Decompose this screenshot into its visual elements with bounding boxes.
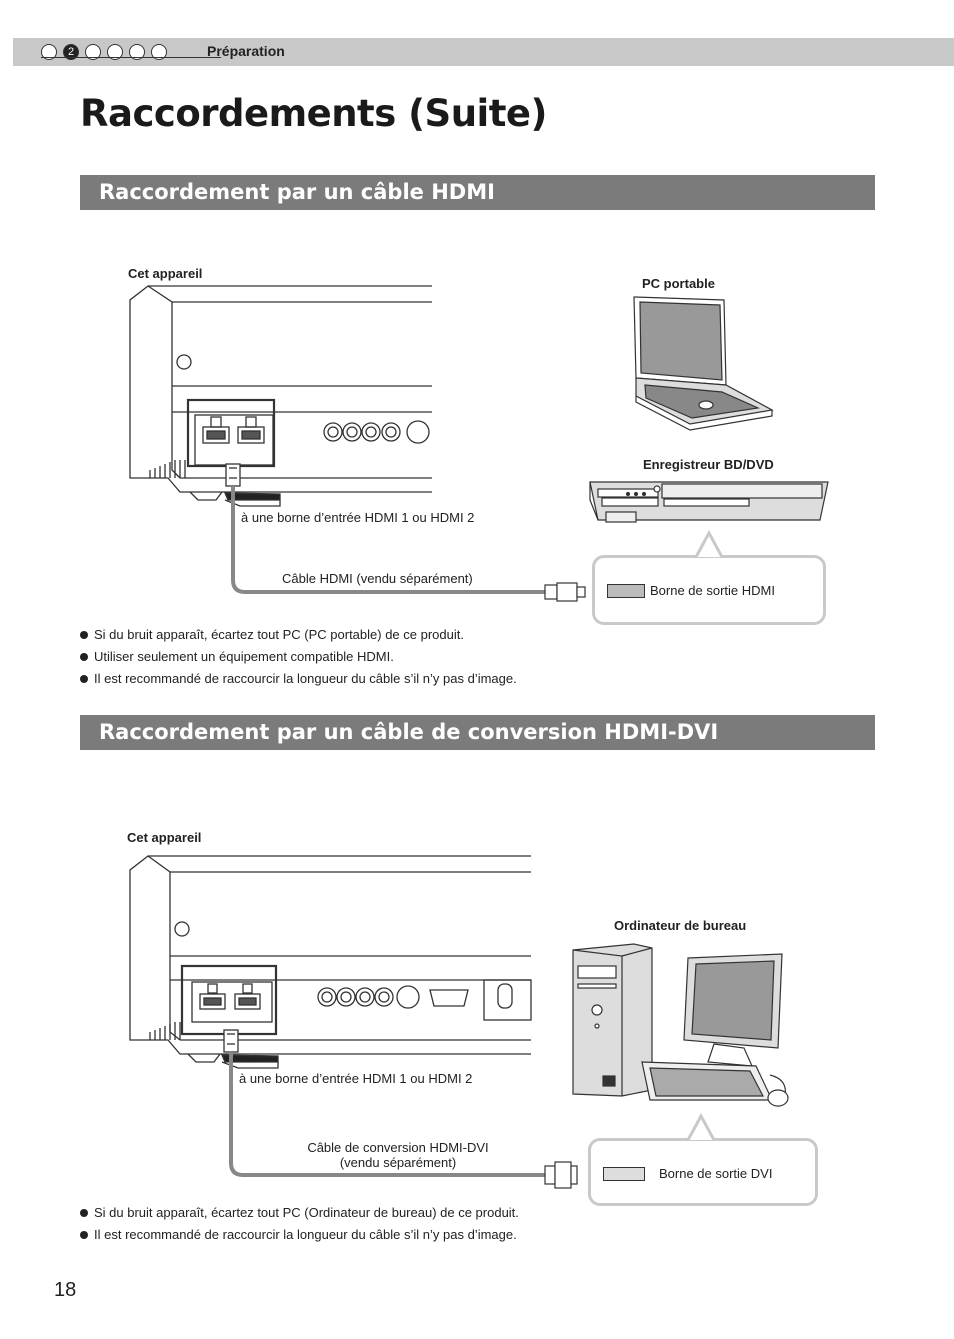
chapter-step-indicator: 2 xyxy=(41,44,221,60)
step-line xyxy=(41,57,221,58)
note-item: Il est recommandé de raccourcir la longu… xyxy=(80,668,517,690)
page-title: Raccordements (Suite) xyxy=(80,92,547,135)
laptop-illustration xyxy=(633,296,774,431)
projector-rear-panel-2 xyxy=(129,855,532,1069)
bd-dvd-recorder-illustration xyxy=(589,481,829,523)
step-circle xyxy=(151,44,167,60)
hdmi-input-label-2: à une borne d’entrée HDMI 1 ou HDMI 2 xyxy=(239,1071,473,1086)
hdmi-dvi-cable xyxy=(229,1052,545,1177)
note-item: Si du bruit apparaît, écartez tout PC (P… xyxy=(80,624,517,646)
dvi-port-icon xyxy=(603,1167,645,1181)
hdmi-input-label-1: à une borne d’entrée HDMI 1 ou HDMI 2 xyxy=(241,510,475,525)
note-item: Il est recommandé de raccourcir la longu… xyxy=(80,1224,519,1246)
dvi-plug-end xyxy=(544,1161,578,1189)
hdmi-plug-end-1 xyxy=(544,582,586,602)
hdmi-dvi-cable-label: Câble de conversion HDMI-DVI (vendu sépa… xyxy=(307,1140,489,1170)
desktop-label: Ordinateur de bureau xyxy=(614,918,747,933)
chapter-header-bar: 2 Préparation xyxy=(13,38,954,66)
step-circle xyxy=(41,44,57,60)
note-item: Utiliser seulement un équipement compati… xyxy=(80,646,517,668)
step-circle xyxy=(85,44,101,60)
step-circle xyxy=(129,44,145,60)
note-item: Si du bruit apparaît, écartez tout PC (O… xyxy=(80,1202,519,1224)
chapter-title: Préparation xyxy=(207,43,285,59)
notes-list-1: Si du bruit apparaît, écartez tout PC (P… xyxy=(80,624,517,690)
hdmi-cable-label: Câble HDMI (vendu séparément) xyxy=(282,571,473,586)
dvi-output-callout: Borne de sortie DVI xyxy=(588,1138,818,1206)
hdmi-port-icon xyxy=(607,584,645,598)
recorder-label: Enregistreur BD/DVD xyxy=(643,457,774,472)
desktop-computer-illustration xyxy=(572,943,789,1107)
step-circle-active: 2 xyxy=(63,44,79,60)
hdmi-cable-1 xyxy=(231,486,545,594)
device-label-1: Cet appareil xyxy=(128,266,203,281)
page-number: 18 xyxy=(54,1279,77,1301)
notes-list-2: Si du bruit apparaît, écartez tout PC (O… xyxy=(80,1202,519,1246)
hdmi-output-label: Borne de sortie HDMI xyxy=(650,583,775,598)
section-title-hdmi-dvi: Raccordement par un câble de conversion … xyxy=(80,715,875,750)
laptop-label: PC portable xyxy=(642,276,715,291)
step-circle xyxy=(107,44,123,60)
hdmi-output-callout: Borne de sortie HDMI xyxy=(592,555,826,625)
section-title-hdmi: Raccordement par un câble HDMI xyxy=(80,175,875,210)
device-label-2: Cet appareil xyxy=(127,830,202,845)
dvi-output-label: Borne de sortie DVI xyxy=(659,1166,773,1181)
projector-rear-panel-1 xyxy=(129,285,432,507)
